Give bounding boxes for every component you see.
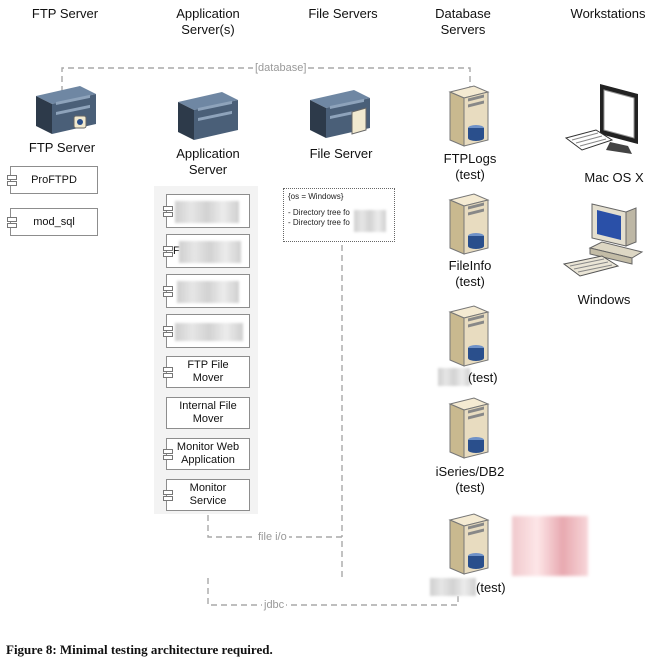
component-redacted-1 [163,194,250,228]
database-server-icon-fileinfo [448,193,490,255]
windows-workstation-icon [562,203,644,277]
database-label-redacted-1: (test) [468,370,498,385]
workstation-label-windows: Windows [577,292,631,307]
database-label-redacted-2: (test) [476,580,506,595]
file-io-link-label: file i/o [256,531,289,543]
component-redacted-2: F [163,234,250,268]
redacted-database-name-2 [430,578,476,596]
database-server-icon-redacted-2 [448,513,490,575]
jdbc-link-label: jdbc [262,599,287,611]
column-header-file: File Servers [308,6,378,21]
component-redacted-4 [163,314,250,348]
column-header-workstations: Workstations [570,6,646,21]
database-link [61,67,471,92]
column-header-ftp: FTP Server [31,6,99,21]
file-server-note: {os = Windows} - Directory tree fo - Dir… [283,188,395,242]
database-server-icon-iseries [448,397,490,459]
component-redacted-3 [163,274,250,308]
database-label-ftplogs: FTPLogs(test) [443,151,497,182]
workstation-label-mac: Mac OS X [584,170,644,185]
redacted-annotation [512,516,588,576]
database-server-icon-ftplogs [448,85,490,147]
component-mod-sql: mod_sql [7,208,98,236]
file-io-link [207,515,343,578]
database-server-icon-redacted-1 [448,305,490,367]
redacted-database-name-1 [438,368,470,386]
ftp-server-icon [36,86,96,134]
component-proftpd: ProFTPD [7,166,98,194]
mac-workstation-icon [564,84,638,154]
application-server-icon [178,92,238,140]
database-label-iseries: iSeries/DB2(test) [435,464,505,495]
database-link-label: [database] [253,62,309,74]
database-label-fileinfo: FileInfo(test) [448,258,492,289]
jdbc-link [207,578,459,606]
ftp-server-label: FTP Server [28,140,96,155]
file-server-label: File Server [309,146,373,161]
file-server-icon [310,90,370,138]
figure-caption: Figure 8: Minimal testing architecture r… [6,642,273,657]
